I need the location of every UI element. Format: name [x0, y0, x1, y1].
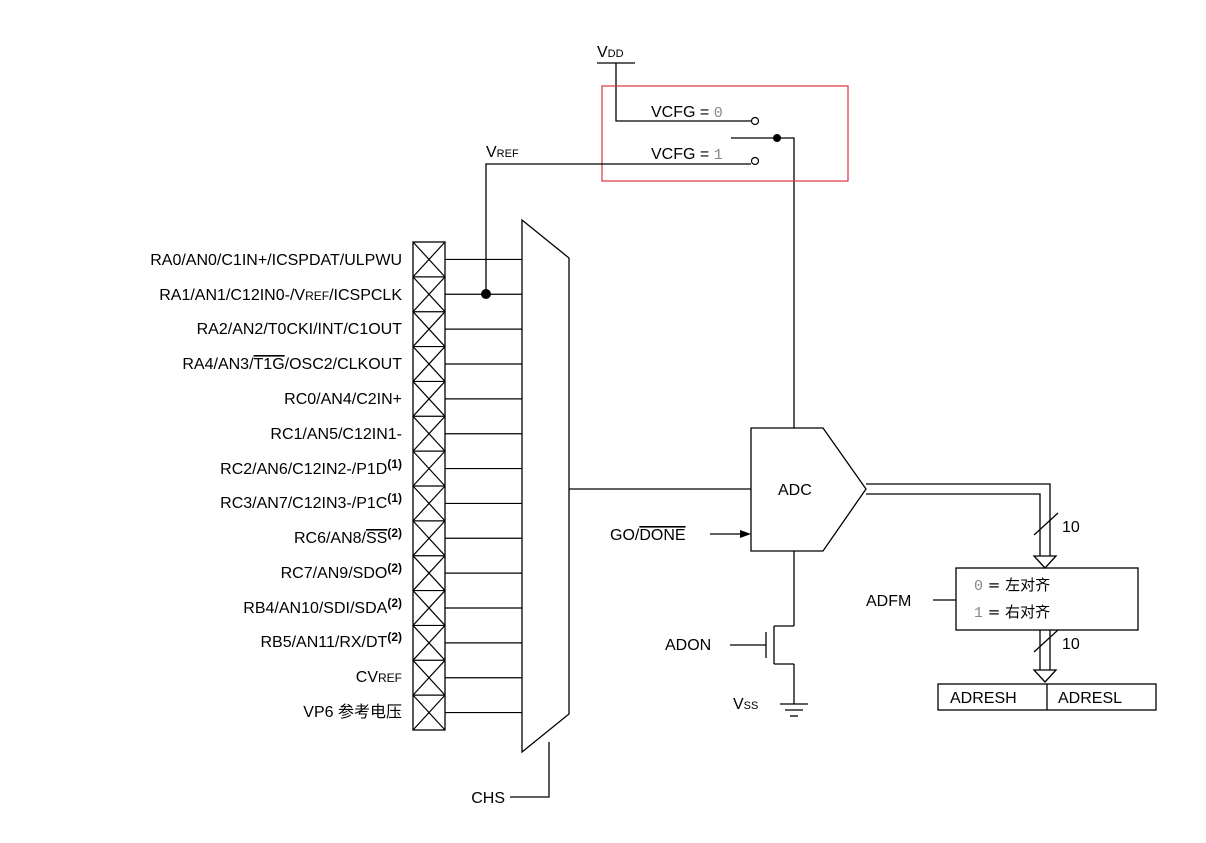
vcfg0-terminal	[750, 116, 760, 126]
chs-label: CHS	[471, 790, 505, 807]
adfm-option-right: 1 = 右对齐	[974, 603, 1050, 622]
pin-cross-box	[412, 415, 446, 452]
vdd-wire	[615, 63, 751, 122]
adfm-justify-box	[955, 567, 1139, 631]
pin-cross-box	[412, 380, 446, 417]
pin-cross-box	[412, 589, 446, 626]
bus-width-label-2: 10	[1062, 636, 1080, 653]
pin-cross-box	[412, 311, 446, 347]
adresh-register: ADRESH	[950, 690, 1017, 707]
adresl-register: ADRESL	[1058, 690, 1122, 707]
pin-box-column	[412, 241, 446, 731]
pin-cross-box	[412, 694, 446, 731]
pin-label-rb4: RB4/AN10/SDI/SDA(2)	[243, 596, 402, 617]
pin-cross-box	[412, 450, 446, 487]
pin-cross-box	[412, 276, 446, 313]
vdd-label: VDD	[597, 44, 624, 61]
pin-label-rc7: RC7/AN9/SDO(2)	[281, 561, 402, 582]
go-done-arrowhead	[740, 530, 751, 538]
result-bus	[1032, 629, 1059, 683]
vref-label: VREF	[486, 144, 519, 161]
pin-label-ra0: RA0/AN0/C1IN+/ICSPDAT/ULPWU	[150, 252, 402, 269]
vref-to-adc-wire	[777, 137, 795, 428]
adc-label: ADC	[778, 482, 812, 499]
vcfg-highlight-box	[601, 85, 849, 182]
pin-label-rc6: RC6/AN8/SS(2)	[294, 526, 402, 547]
pin-wires	[445, 258, 522, 714]
pin-label-ra1: RA1/AN1/C12IN0-/VREF/ICSPCLK	[159, 287, 402, 304]
vcfg1-label: VCFG = 1	[651, 146, 723, 164]
vss-label: VSS	[733, 696, 758, 713]
adc-output-bus	[866, 483, 1059, 569]
vcfg1-terminal	[750, 156, 760, 166]
analog-multiplexer	[521, 218, 570, 754]
vref-junction-dot	[481, 289, 491, 299]
pin-label-rc2: RC2/AN6/C12IN2-/P1D(1)	[220, 457, 402, 478]
adc-block	[750, 427, 867, 552]
adon-label: ADON	[665, 637, 711, 654]
pin-cross-box	[412, 520, 446, 557]
adon-transistor	[730, 625, 794, 665]
pin-cross-box	[412, 241, 446, 278]
pin-labels: RA0/AN0/C1IN+/ICSPDAT/ULPWU RA1/AN1/C12I…	[150, 252, 402, 721]
pin-label-ra2: RA2/AN2/T0CKI/INT/C1OUT	[197, 321, 403, 338]
pin-label-cvref: CVREF	[356, 669, 402, 686]
go-done-label: GO/DONE	[610, 527, 686, 544]
pin-cross-box	[412, 485, 446, 522]
pin-cross-box	[412, 345, 446, 382]
pin-label-rc1: RC1/AN5/C12IN1-	[270, 426, 402, 443]
vcfg0-label: VCFG = 0	[651, 104, 723, 122]
adfm-label: ADFM	[866, 593, 911, 610]
pin-cross-box	[412, 555, 446, 591]
ground-icon	[780, 703, 808, 717]
pin-label-vp6: VP6 参考电压	[303, 703, 402, 721]
pin-cross-box	[412, 659, 446, 696]
chs-wire	[510, 742, 550, 798]
pin-label-rb5: RB5/AN11/RX/DT(2)	[260, 630, 402, 651]
pin-label-rc0: RC0/AN4/C2IN+	[284, 391, 402, 408]
adfm-option-left: 0 = 左对齐	[974, 576, 1050, 595]
pin-label-ra4: RA4/AN3/T1G/OSC2/CLKOUT	[182, 356, 402, 373]
pin-label-rc3: RC3/AN7/C12IN3-/P1C(1)	[220, 491, 402, 512]
vref-wire	[485, 163, 751, 294]
pin-cross-box	[412, 624, 446, 661]
bus-width-label-1: 10	[1062, 519, 1080, 536]
